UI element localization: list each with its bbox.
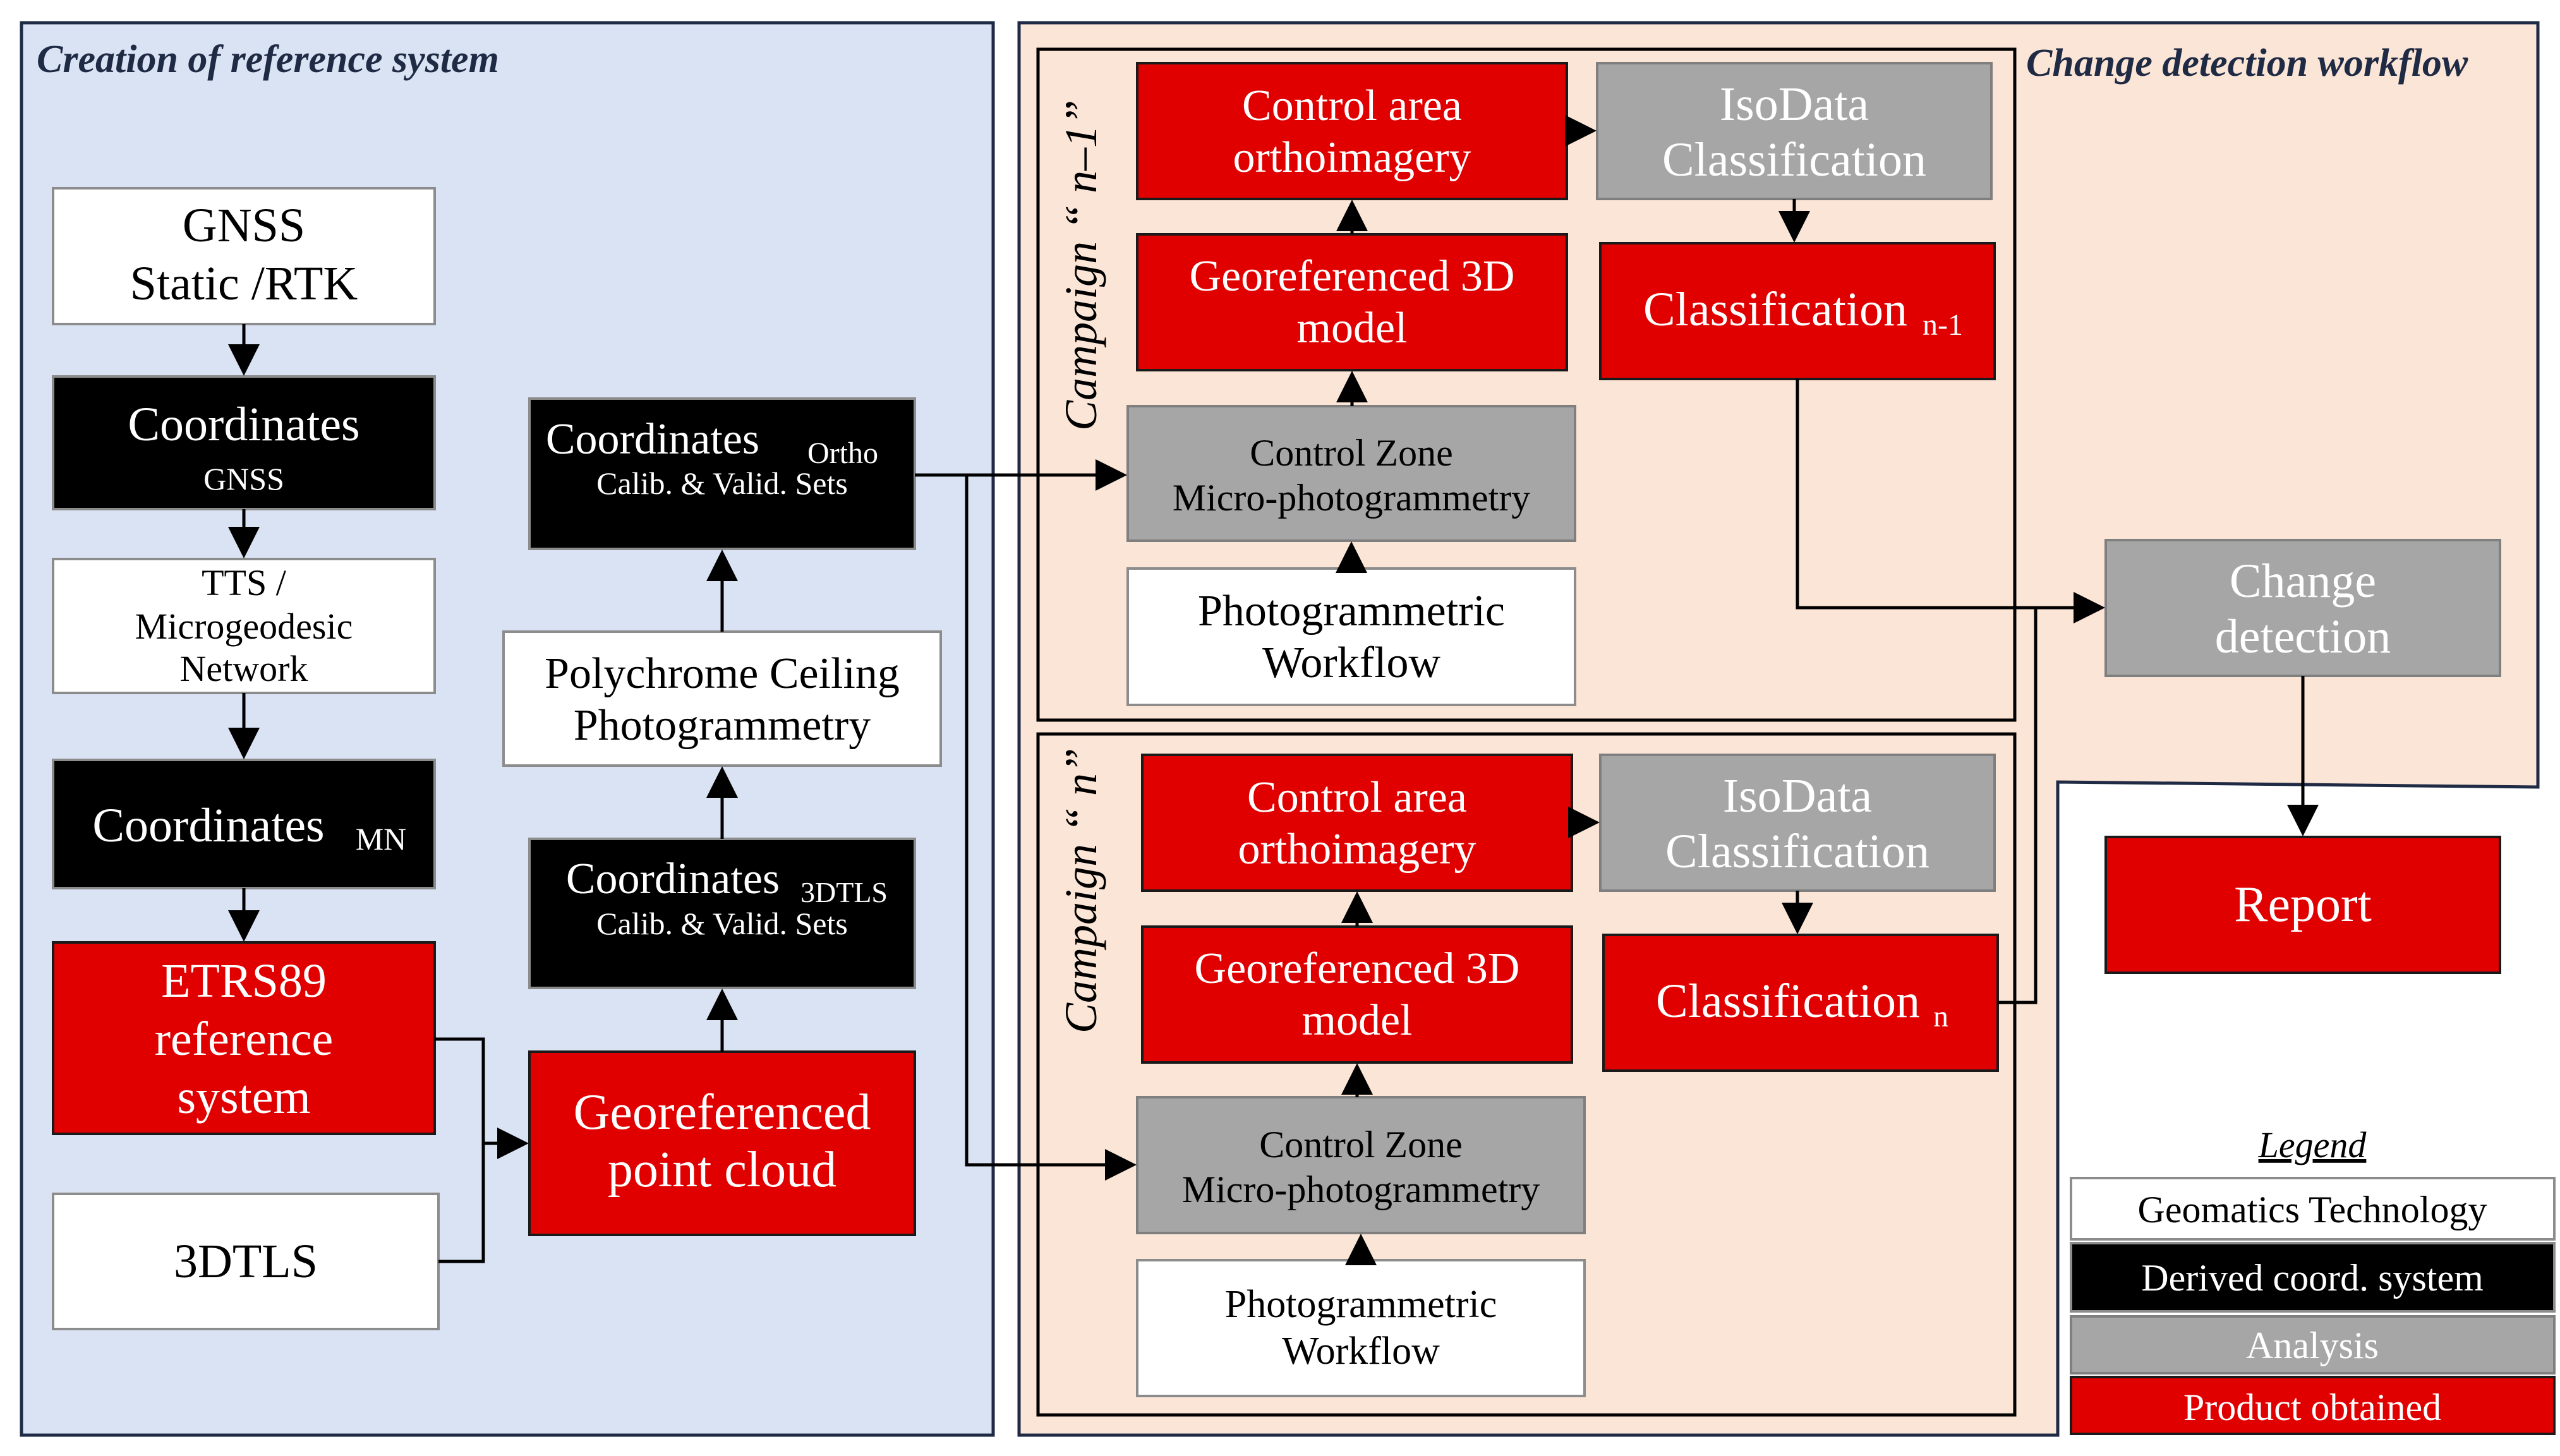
svg-text:Photogrammetry: Photogrammetry	[574, 701, 871, 750]
svg-text:Product obtained: Product obtained	[2183, 1387, 2441, 1428]
svg-text:Classification: Classification	[1643, 283, 1907, 336]
right-section-title: Change detection workflow	[2026, 42, 2468, 85]
svg-text:Geomatics Technology: Geomatics Technology	[2138, 1189, 2487, 1230]
svg-text:ETRS89: ETRS89	[161, 954, 327, 1008]
svg-text:system: system	[177, 1071, 310, 1124]
svg-text:Photogrammetric: Photogrammetric	[1198, 587, 1505, 635]
svg-text:Report: Report	[2234, 877, 2372, 932]
coordinates-ortho-box: Coordinates Ortho Calib. & Valid. Sets	[528, 397, 916, 550]
prev-classification-box: Classification n-1	[1599, 242, 1996, 380]
change-detection-box: Change detection	[2104, 539, 2501, 677]
curr-ortho-box: Control area orthoimagery	[1141, 754, 1573, 892]
tts-box: TTS / Microgeodesic Network	[52, 558, 436, 694]
svg-text:Static /RTK: Static /RTK	[130, 257, 358, 310]
svg-text:Ortho: Ortho	[807, 436, 878, 470]
georeferenced-point-cloud-box: Georeferenced point cloud	[528, 1050, 916, 1236]
coordinates-3dtls-box: Coordinates 3DTLS Calib. & Valid. Sets	[528, 838, 916, 989]
svg-text:Classification: Classification	[1662, 133, 1926, 186]
svg-text:3DTLS: 3DTLS	[800, 876, 888, 908]
svg-text:Analysis: Analysis	[2246, 1325, 2379, 1366]
campaign-curr-label: Campaign “ n”	[1056, 748, 1106, 1033]
legend-title: Legend	[2258, 1124, 2367, 1165]
coordinates-mn-box: Coordinates MN	[52, 759, 436, 889]
gnss-box: GNSS Static /RTK	[52, 187, 436, 325]
legend-item-geomatics: Geomatics Technology	[2070, 1177, 2556, 1241]
prev-micro-box: Control Zone Micro-photogrammetry	[1126, 405, 1576, 542]
svg-text:Workflow: Workflow	[1262, 639, 1441, 687]
svg-text:model: model	[1297, 304, 1408, 352]
tls-box: 3DTLS	[52, 1193, 440, 1330]
svg-text:3DTLS: 3DTLS	[174, 1235, 318, 1288]
svg-text:orthoimagery: orthoimagery	[1233, 133, 1471, 182]
prev-isodata-box: IsoData Classification	[1596, 62, 1993, 200]
svg-text:Georeferenced: Georeferenced	[574, 1085, 871, 1140]
svg-text:Micro-photogrammetry: Micro-photogrammetry	[1173, 477, 1531, 519]
left-section-title: Creation of reference system	[37, 38, 499, 81]
svg-text:GNSS: GNSS	[203, 461, 284, 496]
campaign-prev-label: Campaign “ n–1”	[1056, 100, 1106, 431]
legend-item-analysis: Analysis	[2070, 1315, 2556, 1375]
svg-text:Derived coord. system: Derived coord. system	[2141, 1257, 2484, 1299]
campaign-prev-frame	[1036, 47, 2017, 722]
svg-text:Classification: Classification	[1656, 975, 1920, 1028]
svg-text:TTS /: TTS /	[202, 562, 287, 603]
svg-text:IsoData: IsoData	[1723, 769, 1872, 822]
curr-classification-box: Classification n	[1602, 934, 1999, 1072]
svg-text:Coordinates: Coordinates	[92, 799, 324, 852]
legend-item-product: Product obtained	[2070, 1376, 2556, 1435]
polychrome-box: Polychrome Ceiling Photogrammetry	[502, 630, 942, 767]
svg-text:Workflow: Workflow	[1282, 1330, 1440, 1373]
svg-text:Coordinates: Coordinates	[566, 855, 780, 903]
etrs89-box: ETRS89 reference system	[52, 941, 436, 1135]
curr-micro-box: Control Zone Micro-photogrammetry	[1136, 1096, 1586, 1234]
svg-text:n-1: n-1	[1923, 308, 1963, 342]
svg-text:model: model	[1302, 996, 1413, 1045]
legend-item-derived-coord: Derived coord. system	[2070, 1242, 2556, 1313]
prev-model-box: Georeferenced 3D model	[1136, 233, 1568, 371]
svg-text:Microgeodesic: Microgeodesic	[135, 606, 353, 647]
svg-text:MN: MN	[356, 821, 407, 857]
svg-text:Calib. & Valid. Sets: Calib. & Valid. Sets	[596, 906, 848, 941]
svg-text:Control Zone: Control Zone	[1259, 1124, 1463, 1165]
svg-text:Micro-photogrammetry: Micro-photogrammetry	[1182, 1169, 1540, 1210]
svg-text:detection: detection	[2215, 610, 2391, 663]
report-box: Report	[2104, 836, 2501, 974]
curr-isodata-box: IsoData Classification	[1599, 754, 1996, 892]
svg-text:Calib. & Valid. Sets: Calib. & Valid. Sets	[596, 466, 848, 501]
prev-ortho-box: Control area orthoimagery	[1136, 62, 1568, 200]
svg-text:Classification: Classification	[1665, 825, 1929, 878]
coordinates-gnss-box: Coordinates GNSS	[52, 375, 436, 510]
svg-text:Polychrome Ceiling: Polychrome Ceiling	[545, 649, 900, 698]
svg-text:IsoData: IsoData	[1720, 78, 1869, 131]
campaign-curr-frame	[1036, 732, 2017, 1417]
svg-text:Coordinates: Coordinates	[128, 398, 359, 451]
prev-workflow-box: Photogrammetric Workflow	[1126, 567, 1576, 706]
curr-model-box: Georeferenced 3D model	[1141, 925, 1573, 1064]
right-panel	[1017, 21, 2540, 1437]
svg-text:Control area: Control area	[1242, 81, 1462, 130]
svg-text:Network: Network	[180, 648, 308, 689]
svg-text:Georeferenced 3D: Georeferenced 3D	[1195, 944, 1520, 993]
svg-text:Georeferenced 3D: Georeferenced 3D	[1190, 252, 1515, 301]
svg-text:Control Zone: Control Zone	[1250, 432, 1453, 474]
svg-text:orthoimagery: orthoimagery	[1238, 825, 1476, 874]
connectors	[228, 115, 2319, 1265]
svg-text:n: n	[1933, 1000, 1948, 1033]
svg-text:Change: Change	[2230, 555, 2376, 608]
svg-text:reference: reference	[155, 1013, 334, 1066]
svg-text:Coordinates: Coordinates	[546, 415, 759, 464]
svg-text:Photogrammetric: Photogrammetric	[1225, 1283, 1497, 1326]
svg-text:GNSS: GNSS	[183, 199, 305, 252]
svg-text:point cloud: point cloud	[608, 1142, 836, 1198]
curr-workflow-box: Photogrammetric Workflow	[1136, 1259, 1586, 1397]
svg-text:Control area: Control area	[1247, 773, 1467, 822]
